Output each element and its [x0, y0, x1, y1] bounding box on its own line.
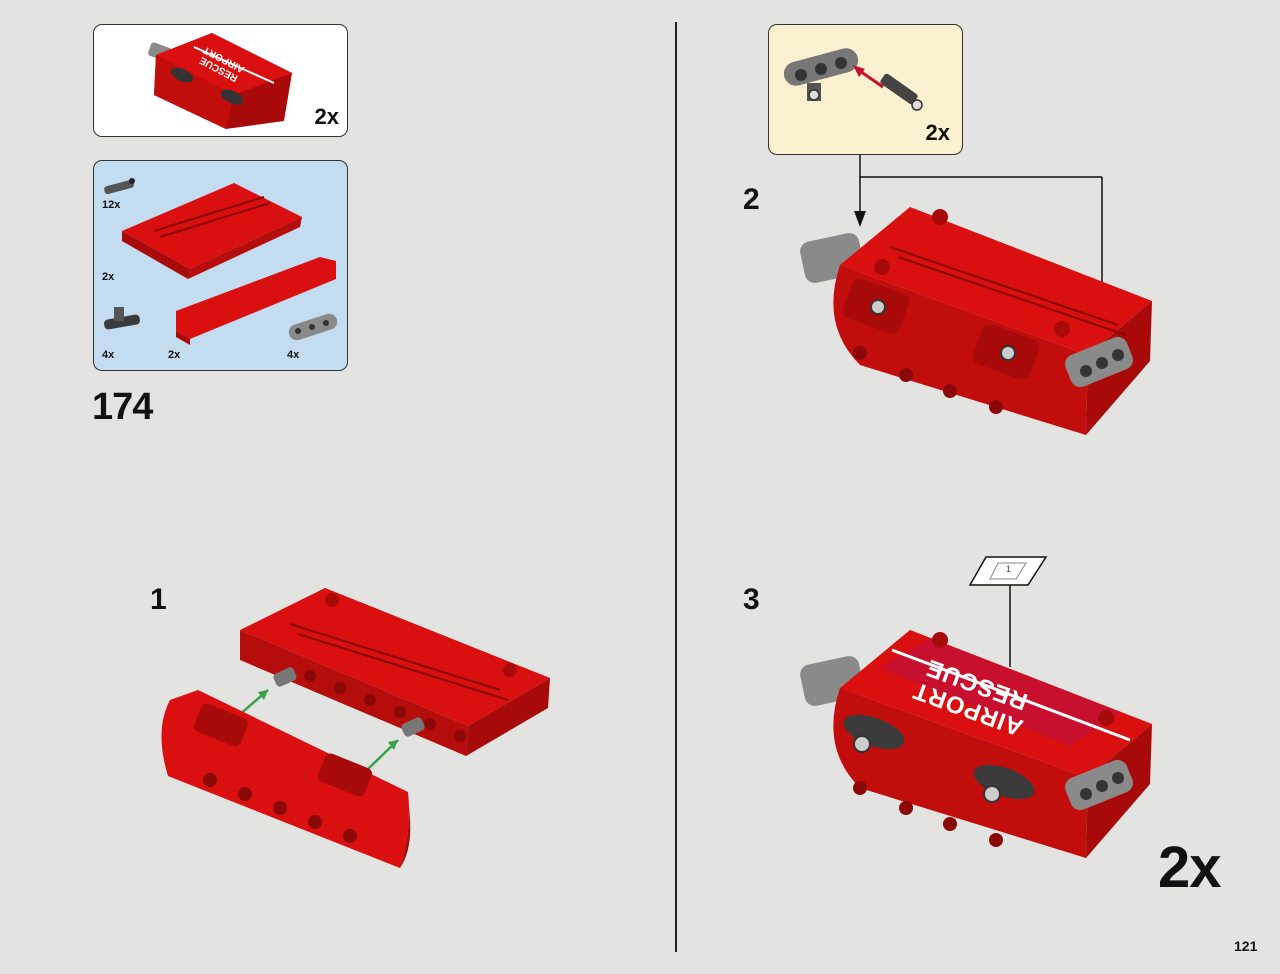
page-divider	[675, 22, 677, 952]
sticker-callout	[968, 556, 1048, 667]
sticker-number: 1	[1006, 564, 1012, 574]
step-number: 174	[92, 386, 153, 428]
red-beam-icon	[176, 257, 336, 345]
substep-2-label: 2	[743, 183, 760, 216]
grey-liftarm-icon	[288, 313, 338, 341]
pin-connector-icon	[104, 178, 135, 195]
qty-pin: 12x	[102, 199, 121, 211]
page-number: 121	[1234, 938, 1258, 954]
qty-red-panel: 2x	[102, 271, 115, 283]
small-grey-connector-icon	[104, 307, 140, 330]
substep-3-label: 3	[743, 583, 760, 616]
substep-2-illustration	[800, 207, 1152, 435]
preview-count: 2x	[314, 104, 339, 129]
red-panel-icon	[122, 183, 302, 279]
parts-illustration	[104, 178, 338, 345]
parts-box: 12x 2x 4x 2x 4x	[93, 160, 348, 371]
substep-3-illustration	[800, 630, 1152, 858]
preview-assembly-illustration	[148, 33, 292, 129]
subassembly-illustration	[783, 48, 923, 111]
subassembly-count: 2x	[925, 120, 950, 145]
substep-1-illustration	[161, 588, 550, 868]
qty-red-beam: 2x	[168, 349, 181, 361]
subassembly-box: 2x	[768, 24, 963, 155]
qty-small-connector: 4x	[102, 349, 115, 361]
substep-1-label: 1	[150, 583, 167, 616]
qty-grey-liftarm: 4x	[287, 349, 300, 361]
final-count: 2x	[1158, 835, 1222, 900]
preview-box: AIRPORT RESCUE 2x	[93, 24, 348, 137]
